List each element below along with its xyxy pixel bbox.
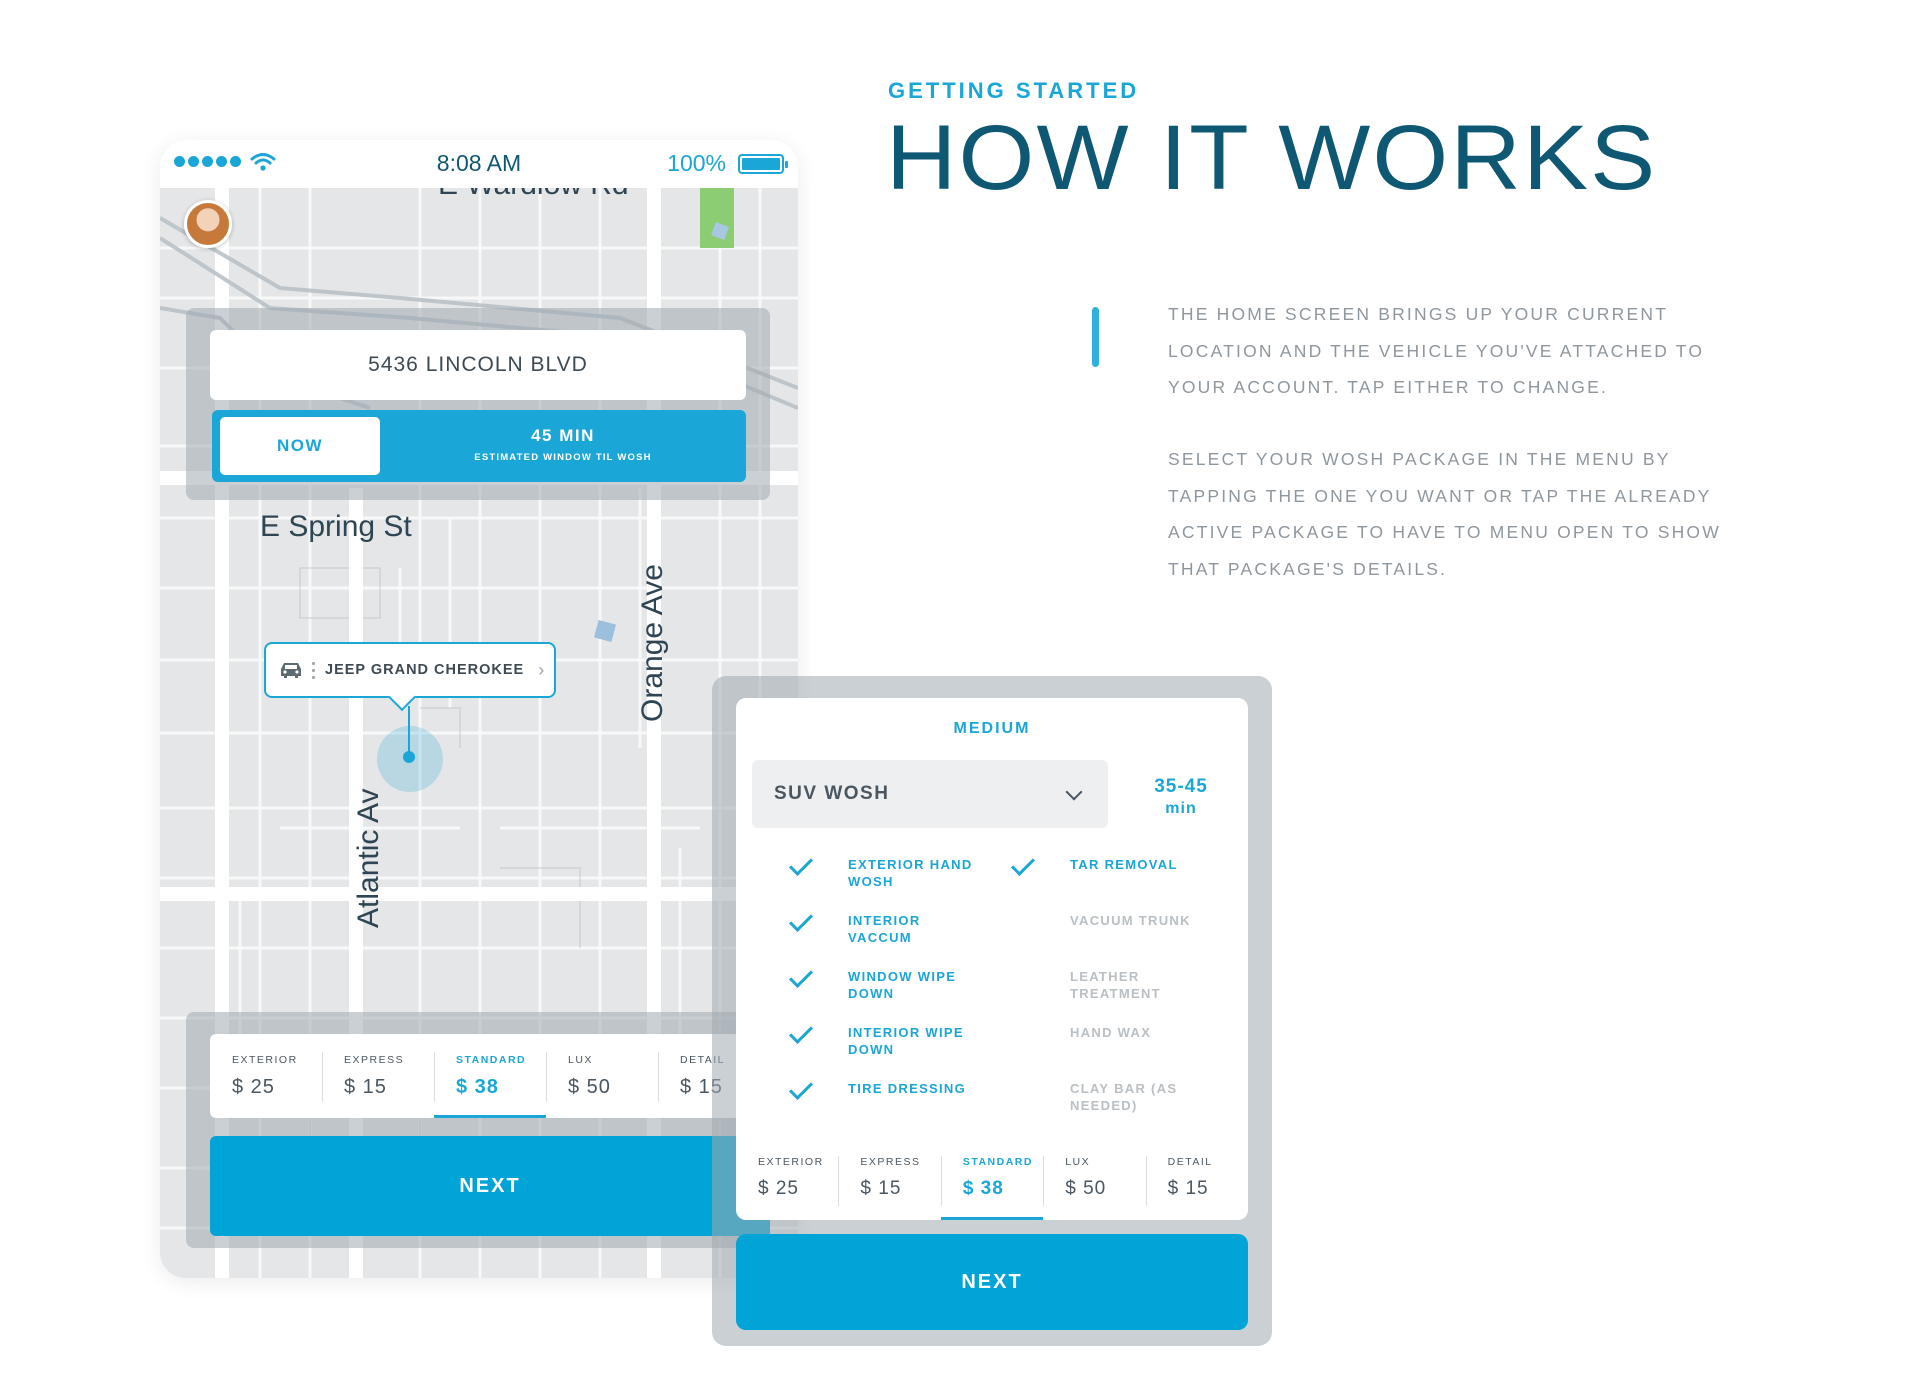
address-field[interactable]: 5436 LINCOLN BLVD <box>210 330 746 400</box>
next-button[interactable]: NEXT <box>210 1136 770 1236</box>
battery-icon <box>738 154 788 174</box>
package-label: EXTERIOR <box>758 1156 824 1168</box>
duration-estimate: 35-45 min <box>1126 776 1236 818</box>
location-panel: 5436 LINCOLN BLVD NOW 45 MIN ESTIMATED W… <box>186 308 770 500</box>
battery-percent: 100% <box>667 150 726 176</box>
tab-lux[interactable]: LUX $ 50 <box>546 1034 658 1118</box>
package-label: STANDARD <box>962 1156 1033 1168</box>
package-tabs: EXTERIOR $ 25 EXPRESS $ 15 STANDARD $ 38… <box>736 1138 1248 1220</box>
tab-standard[interactable]: STANDARD $ 38 <box>940 1138 1044 1220</box>
now-button[interactable]: NOW <box>220 417 380 475</box>
page-title: HOW IT WORKS <box>886 107 1658 209</box>
street-label-orange: Orange Ave <box>636 564 669 722</box>
tab-exterior[interactable]: EXTERIOR $ 25 <box>210 1034 322 1118</box>
package-price: $ 38 <box>456 1076 499 1098</box>
street-label-spring: E Spring St <box>260 510 412 543</box>
description-paragraph-2: SELECT YOUR WOSH PACKAGE IN THE MENU BY … <box>1168 449 1721 579</box>
car-icon <box>281 663 301 678</box>
package-price: $ 15 <box>1167 1178 1209 1199</box>
time-toggle[interactable]: NOW 45 MIN ESTIMATED WINDOW TIL WOSH <box>212 410 746 482</box>
service-dropdown[interactable]: SUV WOSH <box>752 760 1108 828</box>
check-icon <box>788 851 814 877</box>
status-bar: 8:08 AM 100% <box>160 140 798 188</box>
eta-value: 45 MIN <box>531 426 595 445</box>
tab-exterior[interactable]: EXTERIOR $ 25 <box>736 1138 838 1220</box>
description-paragraph-1: THE HOME SCREEN BRINGS UP YOUR CURRENT L… <box>1168 304 1705 397</box>
feature-label: EXTERIOR HAND WOSH <box>848 857 973 889</box>
accent-bar <box>1092 307 1099 367</box>
vehicle-divider <box>312 660 315 680</box>
street-label-atlantic: Atlantic Av <box>352 788 385 928</box>
phone-home-screen: 8:08 AM 100% <box>160 140 798 1278</box>
wifi-icon <box>250 153 276 171</box>
package-label: LUX <box>568 1054 593 1066</box>
service-dropdown-value: SUV WOSH <box>774 783 890 804</box>
package-tabs: EXTERIOR $ 25 EXPRESS $ 15 STANDARD $ 38… <box>210 1034 770 1118</box>
next-button[interactable]: NEXT <box>736 1234 1248 1330</box>
check-icon <box>788 963 814 989</box>
eta-button[interactable]: 45 MIN ESTIMATED WINDOW TIL WOSH <box>380 426 746 463</box>
location-pin <box>403 751 415 763</box>
eta-subtitle: ESTIMATED WINDOW TIL WOSH <box>474 452 652 463</box>
section-label: GETTING STARTED <box>888 78 1140 103</box>
package-tier: MEDIUM <box>953 720 1031 737</box>
tab-detail[interactable]: DETAIL $ 15 <box>1145 1138 1248 1220</box>
package-price: $ 50 <box>568 1076 611 1098</box>
check-icon <box>788 907 814 933</box>
avatar[interactable] <box>184 200 232 248</box>
package-detail-card: MEDIUM SUV WOSH 35-45 min EXTERIOR HAND … <box>736 698 1248 1220</box>
package-price: $ 38 <box>962 1178 1004 1199</box>
package-label: LUX <box>1065 1156 1091 1168</box>
tab-express[interactable]: EXPRESS $ 15 <box>322 1034 434 1118</box>
duration-value: 35-45 <box>1154 776 1208 797</box>
feature-label: VACUUM TRUNK <box>1070 913 1191 928</box>
chevron-down-icon <box>1065 783 1083 801</box>
package-label: EXPRESS <box>344 1054 405 1066</box>
package-label: DETAIL <box>1167 1156 1213 1168</box>
tab-express[interactable]: EXPRESS $ 15 <box>838 1138 940 1220</box>
package-panel: EXTERIOR $ 25 EXPRESS $ 15 STANDARD $ 38… <box>186 1012 770 1248</box>
feature-label: LEATHER TREATMENT <box>1070 969 1161 1001</box>
feature-label: CLAY BAR (AS NEEDED) <box>1070 1081 1178 1113</box>
package-detail-panel: MEDIUM SUV WOSH 35-45 min EXTERIOR HAND … <box>712 676 1272 1346</box>
package-price: $ 25 <box>758 1178 799 1199</box>
package-price: $ 50 <box>1065 1178 1107 1199</box>
duration-unit: min <box>1165 800 1197 817</box>
vehicle-selector[interactable]: JEEP GRAND CHEROKEE › <box>264 642 556 698</box>
package-price: $ 15 <box>860 1178 902 1199</box>
package-price: $ 15 <box>680 1076 723 1098</box>
package-label: EXPRESS <box>860 1156 921 1168</box>
check-icon <box>788 1075 814 1101</box>
location-pin-stem <box>408 706 410 754</box>
status-time: 8:08 AM <box>436 150 522 176</box>
feature-label: WINDOW WIPE DOWN <box>848 969 957 1001</box>
chevron-right-icon: › <box>538 659 545 680</box>
signal-dots-icon <box>174 156 241 167</box>
package-label: STANDARD <box>456 1054 527 1066</box>
check-icon <box>788 1019 814 1045</box>
check-icon <box>1010 851 1036 877</box>
tab-standard[interactable]: STANDARD $ 38 <box>434 1034 546 1118</box>
package-price: $ 15 <box>344 1076 387 1098</box>
map[interactable]: E Wardlow Rd E Spring St Orange Ave Atla… <box>160 168 798 1278</box>
feature-label: HAND WAX <box>1070 1025 1152 1040</box>
feature-label: TAR REMOVAL <box>1070 857 1178 872</box>
feature-label: INTERIOR VACCUM <box>848 913 921 945</box>
feature-label: INTERIOR WIPE DOWN <box>848 1025 964 1057</box>
vehicle-name: JEEP GRAND CHEROKEE <box>325 662 525 678</box>
package-price: $ 25 <box>232 1076 275 1098</box>
tab-lux[interactable]: LUX $ 50 <box>1043 1138 1145 1220</box>
feature-label: TIRE DRESSING <box>848 1081 967 1096</box>
package-label: EXTERIOR <box>232 1054 298 1066</box>
